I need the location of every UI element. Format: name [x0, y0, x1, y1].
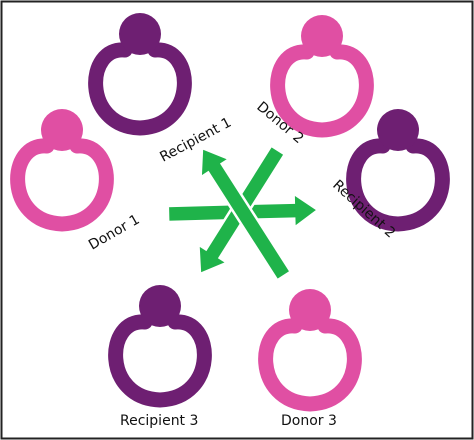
arrow-donor-3-to-recipient-1 [199, 146, 293, 283]
donor-3-figure-body [258, 318, 362, 412]
recipient-1-figure [88, 13, 192, 136]
donor-3-figure [258, 289, 362, 412]
recipient-1-figure-body [88, 42, 192, 136]
recipient-2-figure-head [377, 109, 419, 151]
recipient-3-figure-head [139, 285, 181, 327]
label-donor-3: Donor 3 [281, 413, 337, 429]
recipient-3-figure-body [108, 314, 212, 408]
recipient-2-figure-body [346, 138, 450, 232]
donor-2-figure-head [301, 15, 343, 57]
donor-2-figure [270, 15, 374, 138]
people-layer [10, 13, 450, 412]
donor-1-figure [10, 109, 114, 232]
donor-2-figure-body [270, 44, 374, 138]
recipient-2-figure [346, 109, 450, 232]
recipient-3-figure [108, 285, 212, 408]
donor-1-figure-head [41, 109, 83, 151]
arrow-layer [166, 143, 321, 283]
recipient-1-figure-head [119, 13, 161, 55]
label-recipient-3: Recipient 3 [120, 413, 198, 429]
donor-3-figure-head [289, 289, 331, 331]
donor-1-figure-body [10, 138, 114, 232]
